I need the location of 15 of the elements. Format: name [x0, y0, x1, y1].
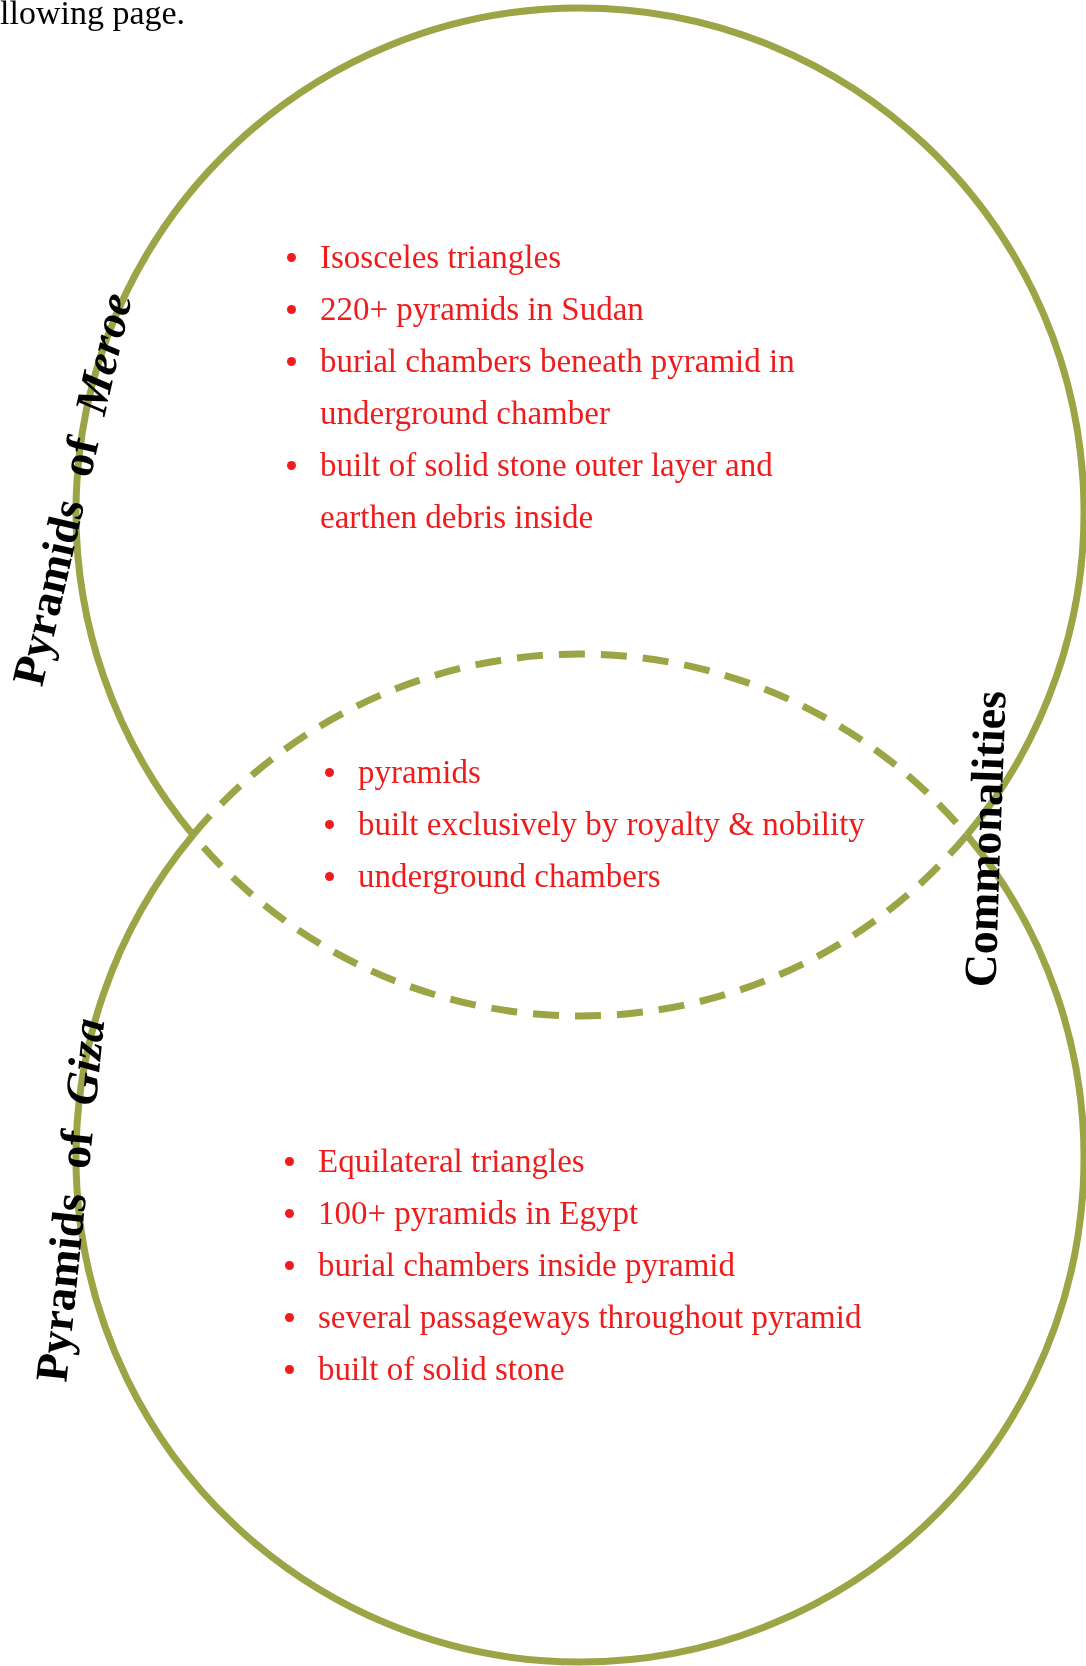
page-text-fragment: llowing page.	[0, 0, 186, 32]
circle-title: Pyramids of Giza	[24, 1015, 116, 1385]
bullet-text: 220+ pyramids in Sudan	[320, 291, 644, 327]
bullet-text: underground chambers	[358, 858, 661, 894]
bullet-text: several passageways throughout pyramid	[318, 1299, 862, 1335]
bullet-text: built of solid stone	[318, 1351, 565, 1387]
bullet-text: built exclusively by royalty & nobility	[358, 806, 865, 842]
bullet-text: pyramids	[358, 754, 481, 790]
circle-title: Pyramids of Meroe	[1, 287, 143, 691]
circle-title: Commonalities	[953, 689, 1017, 989]
bullet-text: 100+ pyramids in Egypt	[318, 1195, 639, 1231]
bullet-text: Equilateral triangles	[318, 1143, 585, 1179]
bullet-text: burial chambers inside pyramid	[318, 1247, 735, 1283]
bullet-text: Isosceles triangles	[320, 239, 561, 275]
bullet-text: built of solid stone outer layer and earthen debris inside	[320, 447, 773, 535]
